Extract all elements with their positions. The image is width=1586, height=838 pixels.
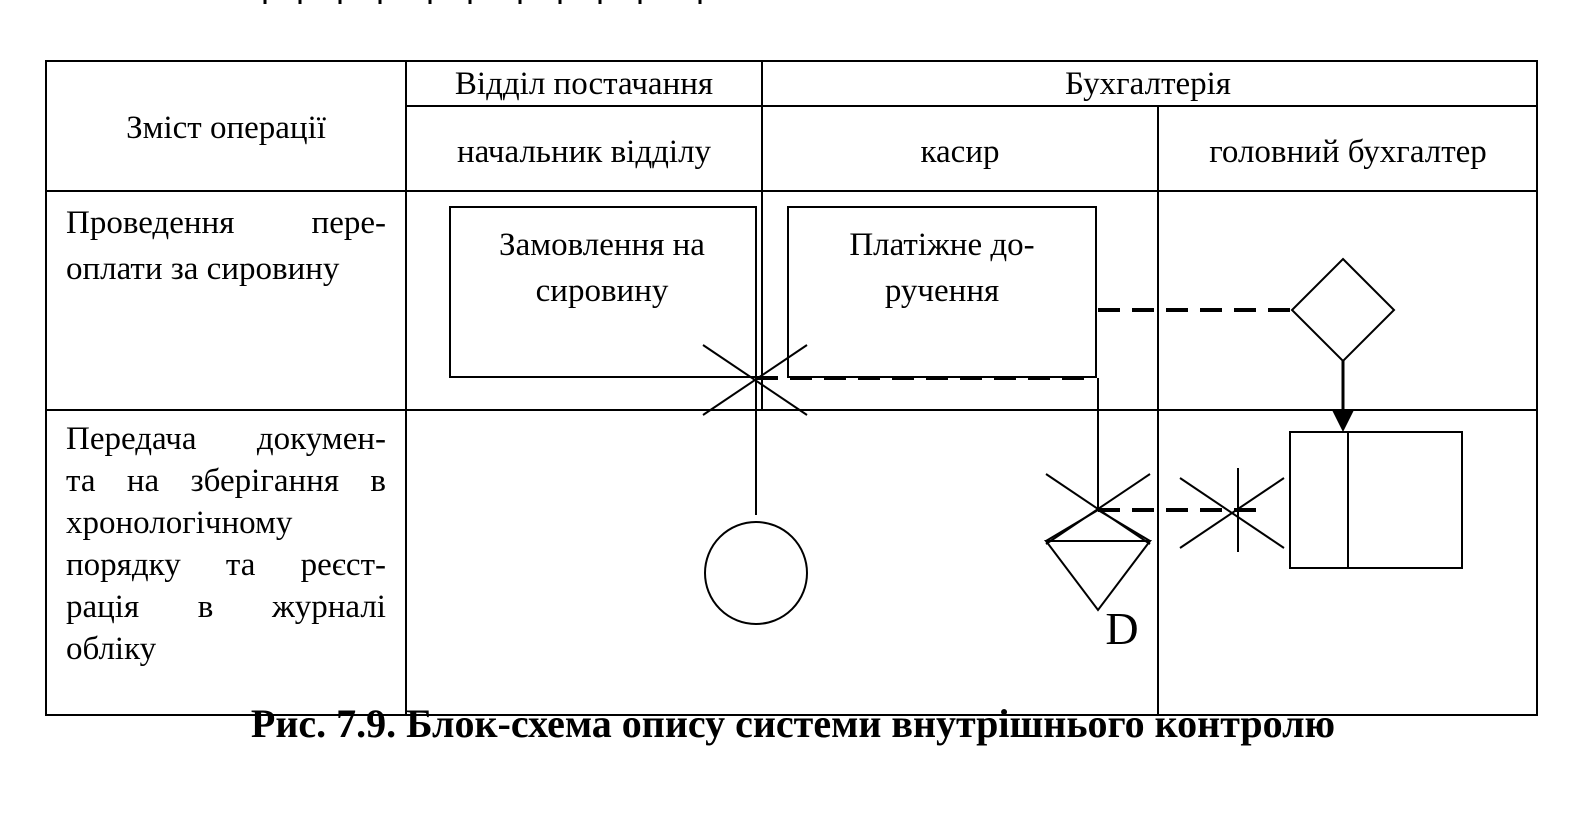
header-role-chief-accountant: головний бухгалтер [1209, 134, 1487, 170]
journal-register-box [1289, 431, 1463, 569]
dashed-connections [756, 308, 1290, 512]
document-payment-box: Платіжне до- ручення [787, 206, 1097, 378]
figure-caption: Рис. 7.9. Блок-схема опису системи внутр… [250, 701, 1336, 746]
cross-mark-archive [1045, 473, 1151, 545]
table-grid [45, 60, 1538, 716]
cross-marks [702, 344, 1285, 552]
cut-off-text-fragments [263, 0, 702, 4]
op-row-2-line-6: обліку [66, 631, 157, 667]
document-order-box: Замовлення на сировину [449, 206, 757, 378]
arrow-diamond-to-journal [1332, 361, 1354, 432]
cross-mark-order [702, 344, 808, 416]
op-row-1-line-2: оплати за сировину [66, 251, 340, 287]
header-role-cashier: касир [921, 134, 1000, 170]
archive-file-symbol [1043, 509, 1153, 612]
header-content-column: Зміст операції [126, 110, 327, 146]
header-dept-accounting: Бухгалтерія [1065, 66, 1231, 102]
document-order-line-2: сировину [536, 273, 669, 309]
op-row-2-line-3: хронологічному [66, 505, 293, 541]
document-order-line-1: Замовлення на [499, 227, 705, 263]
solid-connections [755, 378, 1099, 515]
decision-diamond [1290, 257, 1396, 363]
cross-mark-journal [1179, 468, 1285, 552]
header-dept-supply: Відділ постачання [455, 66, 713, 102]
document-payment-line-2: ручення [885, 273, 999, 309]
header-role-head: начальник відділу [457, 134, 712, 170]
terminator-circle [704, 521, 808, 625]
document-payment-line-1: Платіжне до- [849, 227, 1034, 263]
archive-letter-d: D [1105, 603, 1138, 654]
